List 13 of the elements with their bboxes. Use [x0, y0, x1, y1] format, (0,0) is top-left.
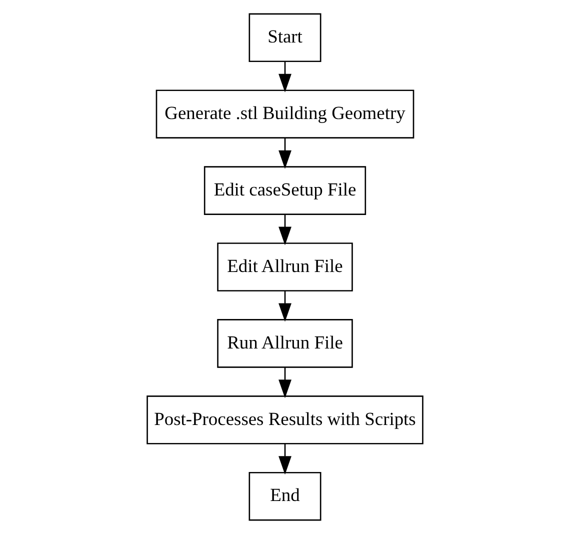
node-box: Post-Processes Results with Scripts [146, 396, 423, 444]
node-box: Edit Allrun File [216, 242, 352, 292]
node-box: Edit caseSetup File [203, 166, 366, 215]
arrow [278, 444, 291, 475]
arrow [278, 290, 291, 322]
node-box: Run Allrun File [216, 319, 352, 368]
arrow [278, 214, 291, 246]
arrow [278, 138, 291, 169]
node-box: Generate .stl Building Geometry [155, 90, 414, 138]
node-box: End [248, 472, 321, 521]
arrow [278, 62, 291, 92]
node-box: Start [248, 13, 321, 62]
arrow [278, 367, 291, 398]
